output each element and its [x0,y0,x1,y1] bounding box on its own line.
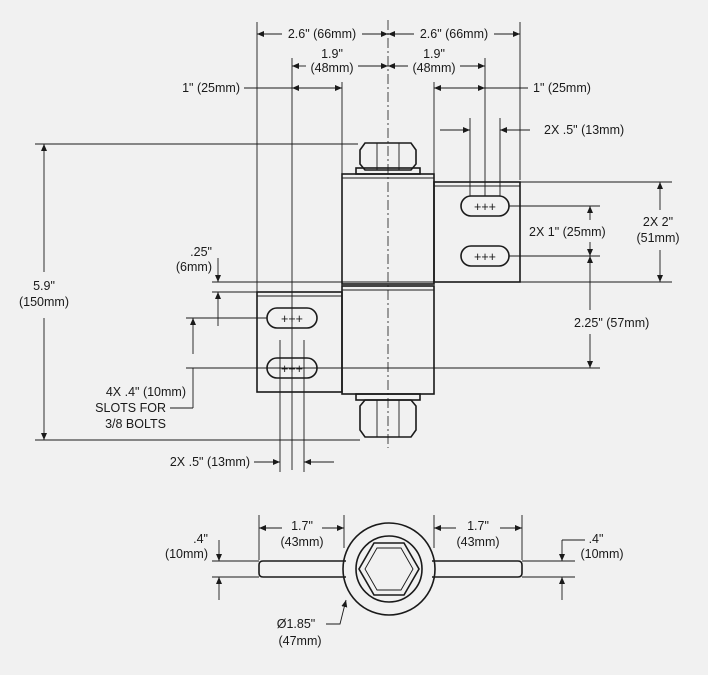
hinge-top-view: 1.7" (43mm) 1.7" (43mm) .4" (10mm) .4" (… [165,515,624,648]
dim-diameter-mm: (47mm) [278,634,321,648]
dim-top-right-in: 1.7" [467,519,489,533]
dim-slot-spacing: 2X 1" (25mm) [529,225,606,239]
dim-width-right: 2.6" (66mm) [420,27,488,41]
dim-leaf-height-in: 2X 2" [643,215,673,229]
dim-top-left-in: 1.7" [291,519,313,533]
top-right-wing [432,560,523,578]
extension-lines [35,22,672,472]
slot-note-line-3: 3/8 BOLTS [105,417,166,431]
slot-note-line-2: SLOTS FOR [95,401,166,415]
dim-slot-offset-right: 1" (25mm) [533,81,591,95]
dim-top-left-mm: (43mm) [280,535,323,549]
dim-thick-left-in: .4" [193,532,208,546]
barrel-outer-circle [342,522,436,616]
dim-offset-left-mm: (48mm) [310,61,353,75]
left-leaf [256,291,343,393]
dim-diameter-in: Ø1.85" [277,617,316,631]
dim-thick-right-mm: (10mm) [580,547,623,561]
slot-note-line-1: 4X .4" (10mm) [106,385,186,399]
dim-offset-left-in: 1.9" [321,47,343,61]
dim-offset-right-mm: (48mm) [412,61,455,75]
barrel-inner-circle [355,535,423,603]
dim-top-right-mm: (43mm) [456,535,499,549]
hinge-front-view: +++ +++ +++ +++ [256,20,521,448]
dim-slot-width-top: 2X .5" (13mm) [544,123,624,137]
dim-width-left: 2.6" (66mm) [288,27,356,41]
front-view-labels: 2.6" (66mm) 2.6" (66mm) 1.9" (48mm) 1.9"… [19,27,680,469]
slot-right-bottom: +++ [460,245,510,267]
dim-thick-right-in: .4" [589,532,604,546]
dimension-lines [41,31,663,465]
top-left-wing [258,560,346,578]
dim-gap-in: .25" [190,245,212,259]
dim-offset-right-in: 1.9" [423,47,445,61]
slot-right-top: +++ [460,195,510,217]
dim-leaf-height-mm: (51mm) [636,231,679,245]
right-leaf [433,181,521,283]
dim-slot-width-bottom: 2X .5" (13mm) [170,455,250,469]
dim-height-total-mm: (150mm) [19,295,69,309]
dim-slot-offset-left: 1" (25mm) [182,81,240,95]
dim-thick-left-mm: (10mm) [165,547,208,561]
dim-gap-mm: (6mm) [176,260,212,274]
svg-text:+++: +++ [474,250,496,264]
svg-text:+++: +++ [474,200,496,214]
dim-height-total-in: 5.9" [33,279,55,293]
hex-nut-top [358,542,420,596]
dim-slot-to-slot: 2.25" (57mm) [574,316,649,330]
